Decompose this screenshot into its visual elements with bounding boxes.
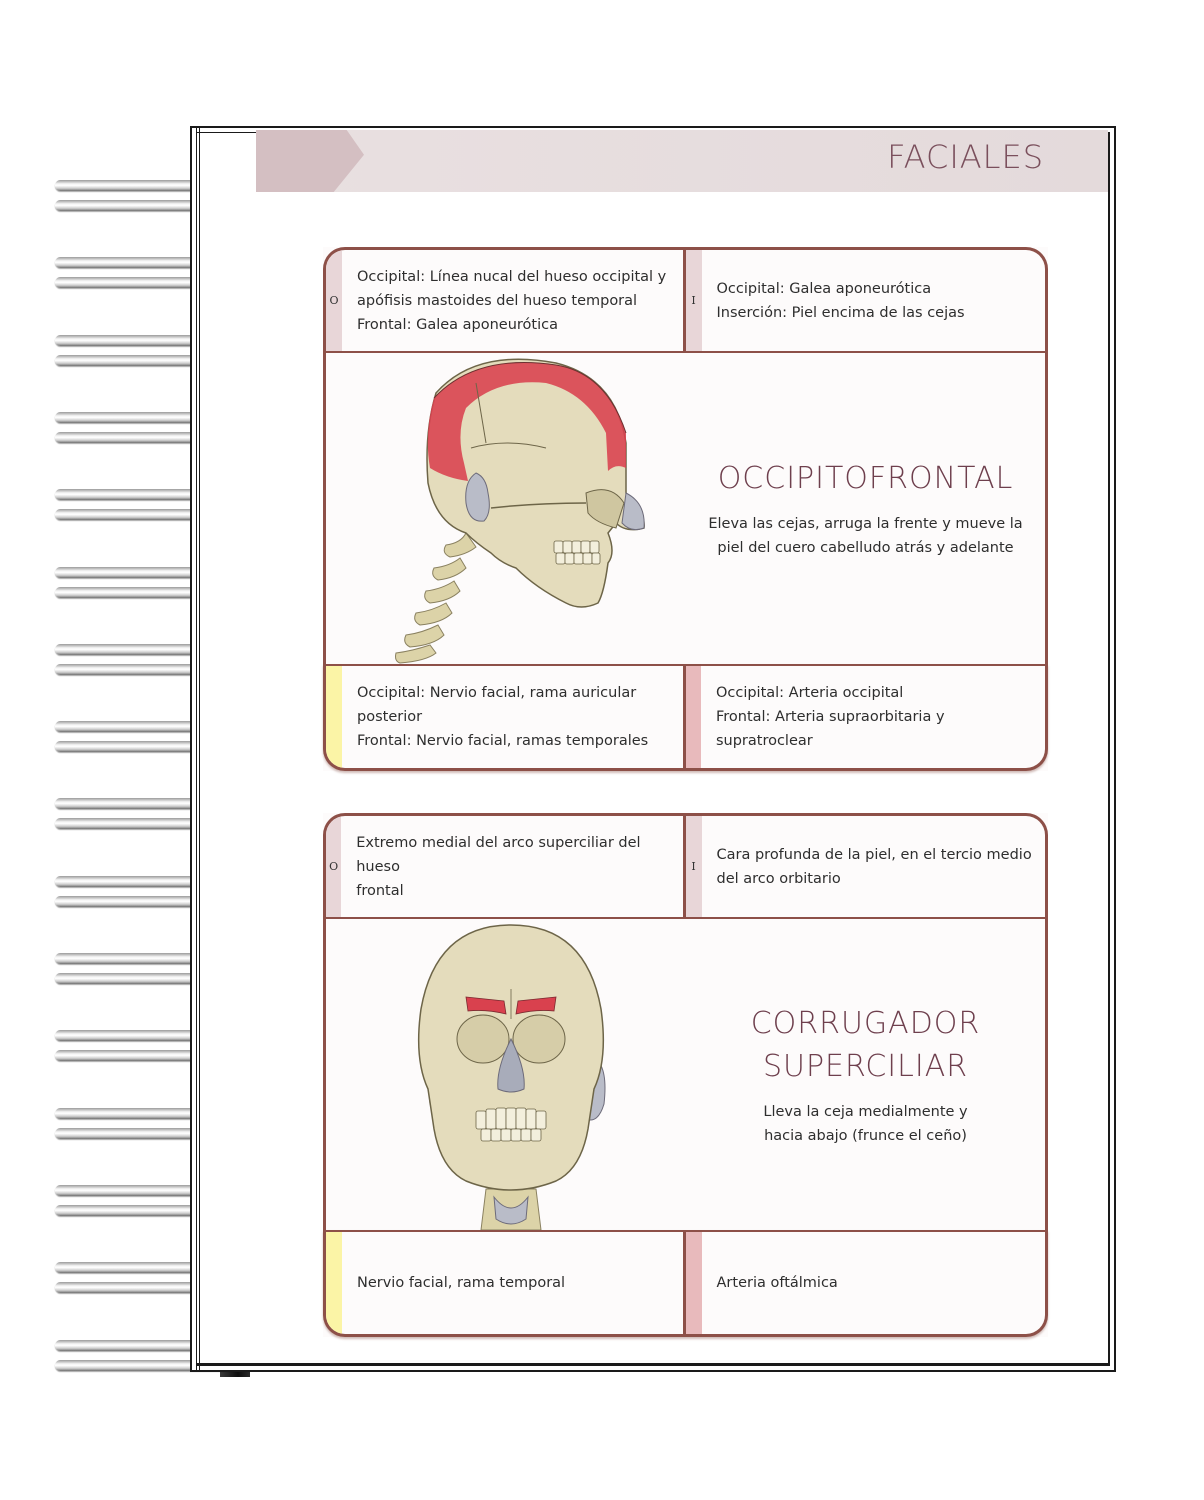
ring-wire (55, 277, 240, 289)
page-title: FACIALES (887, 138, 1044, 176)
ring-wire (55, 566, 240, 578)
innervation-text: Occipital: Nervio facial, rama auricular… (357, 685, 649, 749)
ring-wire (55, 1030, 240, 1042)
ring-wire (55, 1050, 240, 1062)
ring-wire (55, 875, 240, 887)
ring-wire (55, 973, 240, 984)
irrigation-strip (685, 1232, 702, 1334)
ring-wire (55, 1107, 240, 1119)
ring-wire (55, 489, 240, 501)
muscle-name: OCCIPITOFRONTAL (717, 461, 1014, 496)
origin-text: Occipital: Línea nucal del hueso occipit… (357, 268, 667, 333)
muscle-info: OCCIPITOFRONTAL Eleva las cejas, arruga … (686, 353, 1045, 664)
ring-wire (55, 643, 240, 655)
ring-wire (55, 953, 240, 964)
muscle-info: CORRUGADOR SUPERCILIAR Lleva la ceja med… (686, 919, 1045, 1230)
irrigation-cell: Arteria oftálmica (685, 1232, 1046, 1334)
ring-wire (55, 431, 240, 443)
muscle-name-line2: SUPERCILIAR (762, 1048, 969, 1084)
muscle-name-line1: CORRUGADOR (750, 1005, 981, 1041)
innervation-strip (326, 1232, 342, 1334)
origin-cell: O Extremo medial del arco superciliar de… (326, 816, 686, 917)
innervation-strip (326, 666, 342, 768)
muscle-action: Eleva las cejas, arruga la frente y muev… (708, 516, 1023, 556)
ring-wire (55, 180, 240, 191)
innervation-irrigation-row: Occipital: Nervio facial, rama auricular… (323, 664, 1048, 771)
innervation-cell: Occipital: Nervio facial, rama auricular… (326, 666, 686, 768)
muscle-action: Lleva la ceja medialmente y hacia abajo … (763, 1103, 968, 1144)
origin-cell: O Occipital: Línea nucal del hueso occip… (326, 250, 686, 351)
ring-wire (55, 257, 240, 269)
ring-wire (55, 586, 240, 598)
origin-insertion-row: O Occipital: Línea nucal del hueso occip… (323, 247, 1048, 353)
ring-wire (55, 1359, 240, 1371)
insertion-label: I (685, 250, 702, 351)
ring-wire (55, 334, 240, 346)
origin-insertion-row: O Extremo medial del arco superciliar de… (323, 813, 1048, 919)
insertion-cell: I Cara profunda de la piel, en el tercio… (685, 816, 1046, 917)
muscle-card-occipitofrontal: O Occipital: Línea nucal del hueso occip… (323, 247, 1048, 771)
illustration-row: CORRUGADOR SUPERCILIAR Lleva la ceja med… (323, 919, 1048, 1230)
ring-wire (55, 1262, 240, 1274)
innervation-irrigation-row: Nervio facial, rama temporal Arteria oft… (323, 1230, 1048, 1337)
ring-wire (55, 1127, 240, 1139)
origin-text: Extremo medial del arco superciliar del … (356, 834, 641, 899)
origin-label: O (326, 250, 342, 351)
ring-wire (55, 411, 240, 423)
innervation-cell: Nervio facial, rama temporal (326, 1232, 686, 1334)
page-spine-line (196, 126, 200, 1372)
irrigation-cell: Occipital: Arteria occipital Frontal: Ar… (685, 666, 1046, 768)
irrigation-text: Arteria oftálmica (716, 1275, 838, 1291)
header-band (256, 130, 1108, 192)
insertion-label: I (685, 816, 702, 917)
ring-wire (55, 354, 240, 366)
ring-wire (55, 1282, 240, 1294)
ring-wire (55, 818, 240, 830)
origin-label: O (326, 816, 342, 917)
ring-wire (55, 895, 240, 907)
ring-wire (55, 509, 240, 521)
ring-wire (55, 663, 240, 675)
illustration-row: OCCIPITOFRONTAL Eleva las cejas, arruga … (323, 353, 1048, 664)
irrigation-text: Occipital: Arteria occipital Frontal: Ar… (715, 685, 945, 749)
muscle-card-corrugador-superciliar: O Extremo medial del arco superciliar de… (323, 813, 1048, 1337)
skull-frontal-view-icon (326, 919, 686, 1230)
insertion-text: Occipital: Galea aponeurótica Inserción:… (716, 280, 965, 321)
ring-wire (55, 798, 240, 810)
ring-wire (55, 200, 240, 211)
irrigation-strip (685, 666, 701, 768)
ring-wire (55, 1184, 240, 1196)
ring-wire (55, 721, 240, 733)
insertion-text: Cara profunda de la piel, en el tercio m… (716, 846, 1032, 887)
ring-wire (55, 1339, 240, 1351)
insertion-cell: I Occipital: Galea aponeurótica Inserció… (685, 250, 1046, 351)
innervation-text: Nervio facial, rama temporal (357, 1275, 566, 1291)
ring-wire (55, 741, 240, 753)
ring-wire (55, 1204, 240, 1216)
skull-lateral-view-icon (326, 353, 686, 664)
